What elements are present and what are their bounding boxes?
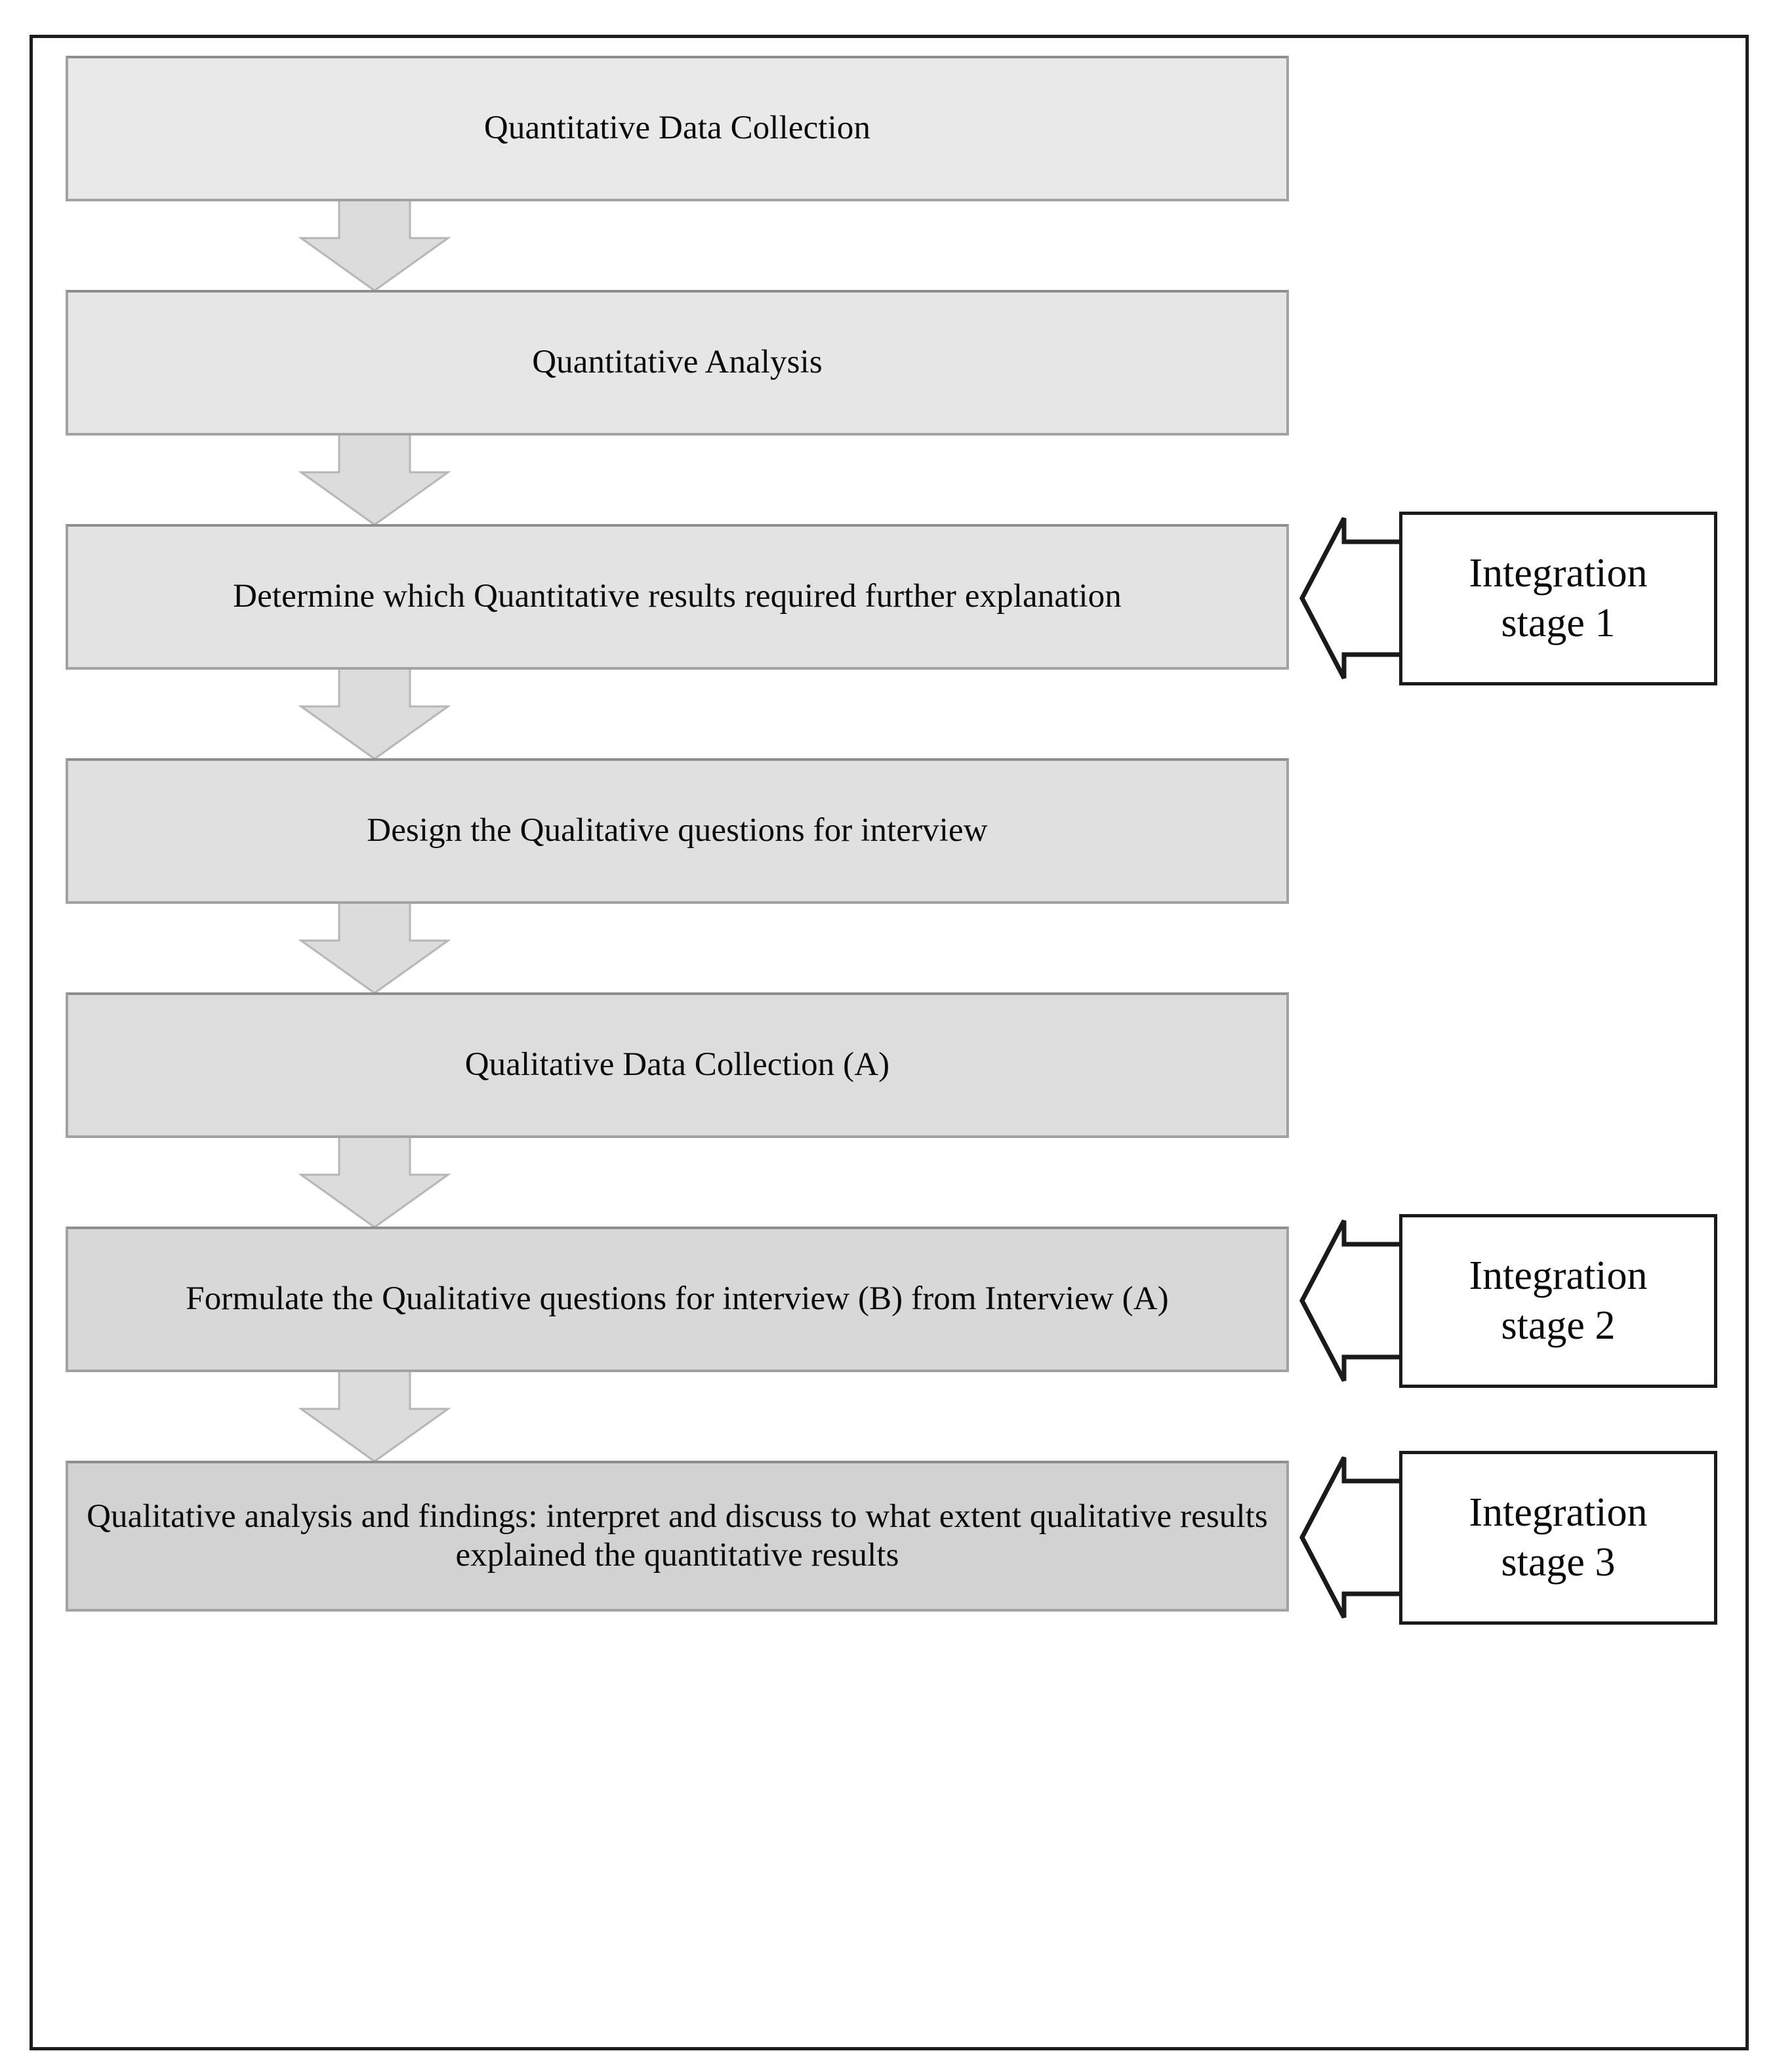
callout-line-1: Integration <box>1469 550 1648 596</box>
arrow-down-icon <box>298 901 451 994</box>
process-box-label: Quantitative Data Collection <box>483 110 871 147</box>
process-box-qualitative-analysis-and-findings[interactable]: Qualitative analysis and findings: inter… <box>66 1461 1289 1612</box>
process-box-formulate-qualitative-questions-b[interactable]: Formulate the Qualitative questions for … <box>66 1227 1289 1372</box>
callout-integration-stage-2[interactable]: Integration stage 2 <box>1294 1210 1717 1392</box>
process-box-label: Qualitative Data Collection (A) <box>464 1046 890 1084</box>
flow-arrow-down-3 <box>298 667 451 760</box>
process-box-label: Quantitative Analysis <box>532 344 823 381</box>
flow-arrow-down-5 <box>298 1135 451 1229</box>
arrow-down-icon <box>298 433 451 526</box>
process-box-design-qualitative-questions[interactable]: Design the Qualitative questions for int… <box>66 758 1289 904</box>
process-box-quantitative-data-collection[interactable]: Quantitative Data Collection <box>66 56 1289 201</box>
callout-line-1: Integration <box>1469 1490 1648 1535</box>
callout-text: Integration stage 2 <box>1469 1251 1647 1351</box>
callout-text: Integration stage 1 <box>1469 549 1647 648</box>
callout-integration-stage-1[interactable]: Integration stage 1 <box>1294 508 1717 689</box>
callout-line-2: stage 2 <box>1501 1303 1616 1348</box>
flow-arrow-down-4 <box>298 901 451 994</box>
process-box-label: Determine which Quantitative results req… <box>233 578 1122 615</box>
process-box-label: Design the Qualitative questions for int… <box>367 812 988 849</box>
process-box-qualitative-data-collection-a[interactable]: Qualitative Data Collection (A) <box>66 992 1289 1138</box>
callout-line-1: Integration <box>1469 1253 1648 1298</box>
callout-text: Integration stage 3 <box>1469 1488 1647 1587</box>
arrow-down-icon <box>298 667 451 760</box>
arrow-down-icon <box>298 1135 451 1229</box>
figure-frame: Quantitative Data Collection Quantitativ… <box>30 35 1749 2050</box>
arrow-down-icon <box>298 199 451 292</box>
process-box-quantitative-analysis[interactable]: Quantitative Analysis <box>66 290 1289 436</box>
process-box-label: Qualitative analysis and findings: inter… <box>87 1497 1268 1574</box>
callout-integration-stage-3[interactable]: Integration stage 3 <box>1294 1447 1717 1629</box>
callout-box-integration-stage-3[interactable]: Integration stage 3 <box>1399 1451 1717 1625</box>
flow-arrow-down-6 <box>298 1370 451 1463</box>
flow-arrow-down-1 <box>298 199 451 292</box>
callout-line-2: stage 1 <box>1501 600 1616 645</box>
callout-box-integration-stage-1[interactable]: Integration stage 1 <box>1399 512 1717 685</box>
arrow-down-icon <box>298 1370 451 1463</box>
flow-arrow-down-2 <box>298 433 451 526</box>
process-box-label: Formulate the Qualitative questions for … <box>186 1280 1169 1318</box>
process-box-determine-quantitative-results[interactable]: Determine which Quantitative results req… <box>66 524 1289 670</box>
callout-box-integration-stage-2[interactable]: Integration stage 2 <box>1399 1214 1717 1388</box>
callout-line-2: stage 3 <box>1501 1539 1616 1585</box>
